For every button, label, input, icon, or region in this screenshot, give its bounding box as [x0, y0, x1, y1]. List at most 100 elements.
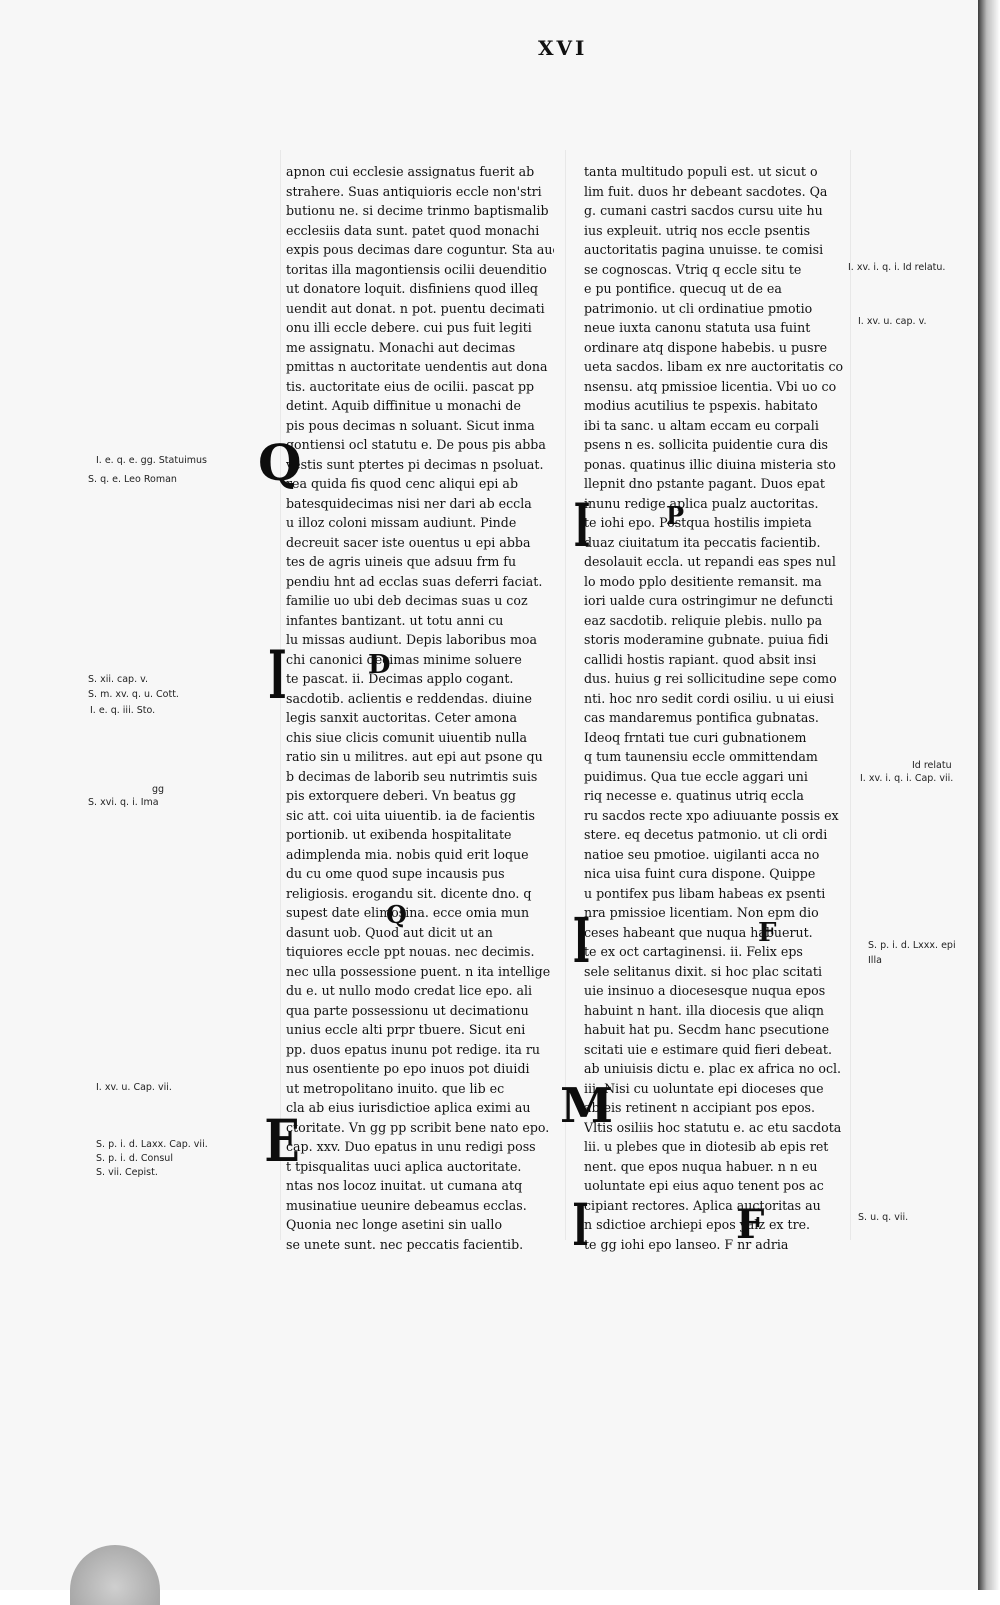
text-line: tes de agris uineis que adsuu frm fu [286, 554, 517, 569]
thumb-shadow [70, 1545, 160, 1605]
text-line: apnon cui ecclesie assignatus fuerit ab [286, 164, 535, 179]
initial-letter: D [368, 650, 391, 680]
initial-letter: I [572, 1191, 589, 1259]
text-line: ut donatore loquit. disfiniens quod ille… [286, 281, 538, 296]
text-line: adimplenda mia. nobis quid erit loque [286, 846, 529, 862]
margin-gloss: S. xvi. q. i. Ima [88, 797, 159, 808]
text-line: gontiensi ocl statutu e. De pous pis abb… [286, 437, 546, 452]
text-line: inunu redige aplica pualz auctoritas. [584, 495, 819, 511]
text-line: toritas illa magontiensis ocilii deuendi… [286, 261, 547, 277]
margin-gloss: S. p. i. d. Lxxx. epi [868, 940, 956, 951]
text-line: uie insinuo a diocesesque nuqua epos [584, 983, 826, 998]
margin-gloss: Illa [868, 955, 882, 966]
text-line: vestis sunt ptertes pi decimas n psoluat… [286, 456, 544, 472]
text-line: ab eis retinent n accipiant pos epos. [584, 1100, 816, 1115]
text-line: uendit aut donat. n pot. puentu decimati [286, 300, 545, 316]
text-line: q tum taunensiu eccle ommittendam [584, 749, 818, 764]
text-line: detint. Aquib diffinitue u monachi de [286, 398, 521, 413]
text-line: pmittas n auctoritate uendentis aut dona [286, 359, 548, 374]
text-line: desolauit eccla. ut repandi eas spes nul [584, 554, 836, 569]
text-line: habuit hat pu. Secdm hanc psecutione [584, 1022, 830, 1037]
text-line: expis pous decimas dare coguntur. Sta au… [286, 242, 554, 257]
text-line: auctoritatis pagina unuisse. te comisi [584, 242, 824, 257]
text-line: nsensu. atq pmissioe licentia. Vbi uo co [584, 378, 837, 394]
text-line: u pontifex pus libam habeas ex psenti [584, 885, 826, 901]
text-line: tiquiores eccle ppt nouas. nec decimis. [286, 944, 535, 959]
text-line: legis sanxit auctoritas. Ceter amona [286, 710, 517, 725]
text-line: sic att. coi uita uiuentib. ia de facien… [286, 807, 535, 823]
text-line: nti. hoc nro sedit cordi osiliu. u ui ei… [584, 690, 835, 706]
text-line: ibi ta sanc. u altam eccam eu corpali [584, 417, 819, 433]
margin-gloss: I. xv. i. q. i. Id relatu. [848, 262, 946, 273]
text-line: storis moderamine gubnate. puiua fidi [584, 632, 829, 647]
text-line: infantes bantizant. ut totu anni cu [286, 612, 504, 628]
text-line: te ex oct cartaginensi. ii. Felix eps [584, 944, 803, 959]
text-line: cap. xxv. Duo epatus in unu redigi poss [286, 1139, 536, 1154]
initial-letter: I [572, 904, 591, 977]
text-line: portionib. ut exibenda hospitalitate [286, 827, 512, 842]
text-line: ctoritate. Vn gg pp scribit bene nato ep… [286, 1119, 550, 1135]
margin-gloss: I. e. q. e. gg. Statuimus [96, 455, 207, 466]
text-line: ueta sacdos. libam ex nre auctoritatis c… [584, 359, 844, 374]
text-line: psens n es. sollicita puidentie cura dis [584, 437, 828, 452]
text-line: pis extorquere deberi. Vn beatus gg [286, 788, 516, 803]
text-line: patrimonio. ut cli ordinatiue pmotio [584, 300, 813, 316]
text-line: duaz ciuitatum ita peccatis facientib. [584, 534, 821, 550]
text-line: nec ulla possessione puent. n ita intell… [286, 963, 551, 979]
margin-gloss: S. q. e. Leo Roman [88, 474, 177, 485]
text-line: pp. duos epatus inunu pot redige. ita ru [286, 1041, 541, 1057]
margin-gloss: Id relatu [912, 760, 952, 771]
text-line: du e. ut nullo modo credat lice epo. ali [286, 983, 533, 998]
margin-gloss: S. u. q. vii. [858, 1212, 909, 1223]
text-line: n sdictioe archiepi epos yalz ex tre. [584, 1217, 811, 1232]
text-line: modius acutilius te pspexis. habitato [584, 398, 818, 413]
text-line: unius eccle alti prpr tbuere. Sicut eni [286, 1022, 526, 1037]
text-line: qua parte possessionu ut decimationu [286, 1002, 529, 1018]
ruling-line [280, 150, 281, 1240]
initial-letter: Q [386, 900, 407, 929]
text-line: nica uisa fuint cura dispone. Quippe [584, 866, 816, 881]
text-line: chis siue clicis comunit uiuentib nulla [286, 729, 528, 745]
text-line: dasunt uob. Quod aut dicit ut an [286, 924, 493, 940]
margin-gloss: S. p. i. d. Consul [96, 1153, 173, 1164]
initial-letter: I [268, 636, 287, 714]
text-line: nus osentiente po epo inuos pot diuidi [286, 1061, 530, 1076]
initial-letter: I [573, 491, 591, 561]
text-line: ceses habeant que nuqua habuerut. [584, 924, 813, 940]
text-line: stere. eq decetus patmonio. ut cli ordi [584, 827, 828, 842]
text-line: ius expleuit. utriq nos eccle psentis [584, 222, 811, 238]
text-line: onu illi eccle debere. cui pus fuit legi… [286, 320, 532, 335]
text-line: b decimas de laborib seu nutrimtis suis [286, 768, 538, 784]
initial-letter: M [560, 1078, 614, 1134]
text-line: te iohi epo. Postqua hostilis impieta [584, 515, 812, 530]
page-edge [978, 0, 1000, 1590]
text-line: cipiant rectores. Aplica auctoritas au [584, 1197, 821, 1213]
text-line: ut metropolitano inuito. que lib ec [286, 1080, 505, 1096]
margin-gloss: S. vii. Cepist. [96, 1167, 158, 1178]
margin-gloss: I. xv. i. q. i. Cap. vii. [860, 773, 954, 784]
text-line: natioe seu pmotioe. uigilanti acca no [584, 846, 820, 862]
text-line: ordinare atq dispone habebis. u pusre [584, 339, 828, 355]
text-line: supest date elimosina. ecce omia mun [286, 905, 530, 920]
text-line: pendiu hnt ad ecclas suas deferri faciat… [286, 573, 543, 589]
text-line: butionu ne. si decime trinmo baptismalib [286, 203, 549, 218]
text-line: e pu pontifice. quecuq ut de ea [584, 281, 782, 296]
text-line: Vltis osiliis hoc statutu e. ac etu sacd… [584, 1119, 842, 1135]
text-line: Ideoq frntati tue curi gubnationem [584, 729, 807, 745]
text-line: dus. huius g rei sollicitudine sepe como [584, 671, 837, 686]
text-line: musinatiue ueunire debeamus ecclas. [286, 1197, 527, 1213]
initial-letter: P [666, 501, 685, 530]
text-line: se cognoscas. Vtriq q eccle situ te [584, 261, 802, 277]
text-line: religiosis. erogandu sit. dicente dno. q [286, 885, 532, 901]
text-line: te pascat. ii. Decimas applo cogant. [286, 671, 514, 686]
text-line: te gg iohi epo lanseo. F nr adria [584, 1236, 789, 1252]
text-line: me assignatu. Monachi aut decimas [286, 339, 516, 355]
text-line: iii. Nisi cu uoluntate epi dioceses que [584, 1080, 824, 1096]
text-line: ru sacdos recte xpo adiuuante possis ex [584, 807, 839, 823]
text-line: uoluntate epi eius aquo tenent pos ac [584, 1178, 824, 1193]
text-line: t tpisqualitas uuci aplica auctoritate. [286, 1158, 522, 1174]
text-column-left: apnon cui ecclesie assignatus fuerit ab s… [286, 162, 554, 1254]
text-line: du cu ome quod supe incausis pus [286, 866, 505, 881]
ruling-line [850, 150, 851, 1240]
text-line: familie uo ubi deb decimas suas u coz [286, 593, 528, 608]
